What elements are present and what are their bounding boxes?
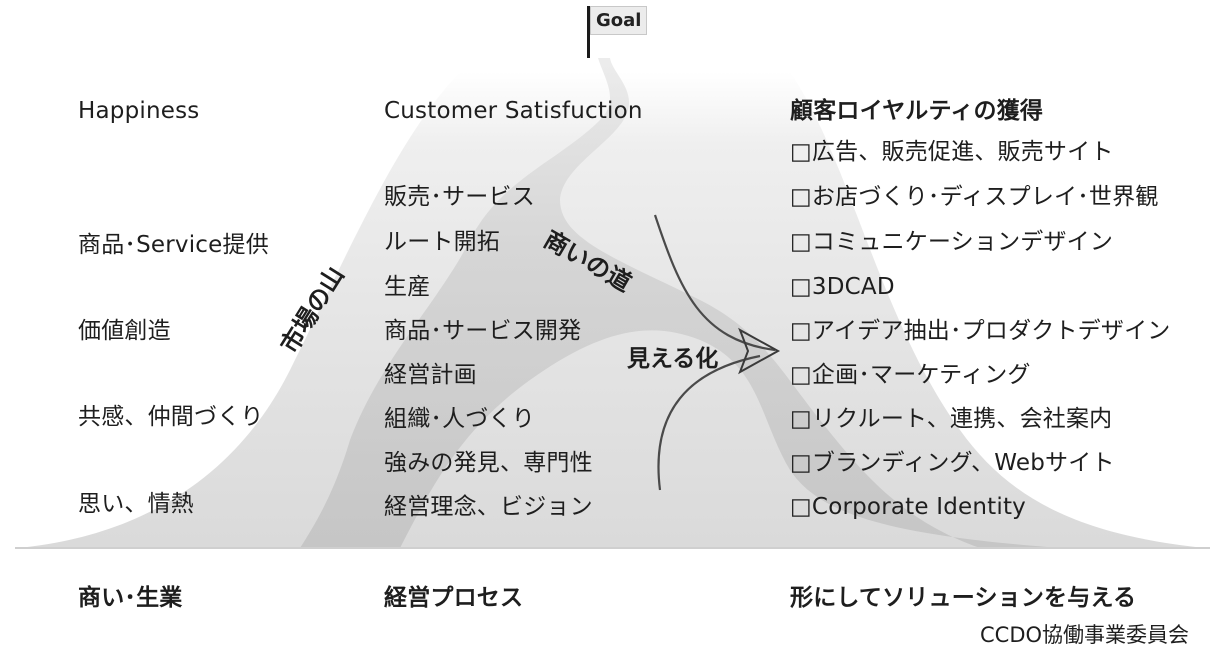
left-item: 商品･Service提供 — [78, 232, 269, 258]
right-header: 顧客ロイヤルティの獲得 — [790, 98, 1044, 124]
goal-flag-pole — [587, 6, 590, 58]
middle-item: 強みの発見、専門性 — [384, 450, 593, 476]
goal-flag: Goal — [590, 6, 648, 35]
middle-item: 組織･人づくり — [384, 406, 535, 432]
credit-text: CCDO協働事業委員会 — [980, 623, 1190, 647]
right-item: □アイデア抽出･プロダクトデザイン — [790, 318, 1171, 344]
middle-item: 商品･サービス開発 — [384, 318, 582, 344]
right-item: □ブランディング、Webサイト — [790, 450, 1115, 476]
right-footer: 形にしてソリューションを与える — [790, 585, 1137, 611]
visualization-label: 見える化 — [627, 346, 719, 372]
right-item: □広告、販売促進、販売サイト — [790, 139, 1114, 165]
right-item: □3DCAD — [790, 274, 895, 300]
left-item: 共感、仲間づくり — [78, 404, 264, 430]
left-header: Happiness — [78, 98, 200, 124]
arrow-head-outline — [738, 327, 781, 375]
middle-item: 経営計画 — [384, 362, 477, 388]
middle-item: ルート開拓 — [384, 229, 500, 255]
right-item: □お店づくり･ディスプレイ･世界観 — [790, 184, 1159, 210]
left-item: 価値創造 — [78, 318, 171, 344]
lower-curved-arrow — [657, 354, 761, 491]
middle-header: Customer Satisfuction — [384, 98, 643, 124]
upper-curved-arrow — [653, 214, 776, 352]
middle-item: 販売･サービス — [384, 184, 535, 210]
left-footer: 商い･生業 — [78, 585, 183, 611]
middle-footer: 経営プロセス — [384, 585, 524, 611]
right-item: □企画･マーケティング — [790, 362, 1031, 388]
business-road-shape — [300, 58, 1060, 548]
middle-item: 経営理念、ビジョン — [384, 494, 593, 520]
middle-item: 生産 — [384, 274, 431, 300]
right-item: □リクルート、連携、会社案内 — [790, 406, 1113, 432]
right-item: □コミュニケーションデザイン — [790, 229, 1114, 255]
right-item: □Corporate Identity — [790, 494, 1026, 520]
left-item: 思い、情熱 — [78, 491, 194, 517]
